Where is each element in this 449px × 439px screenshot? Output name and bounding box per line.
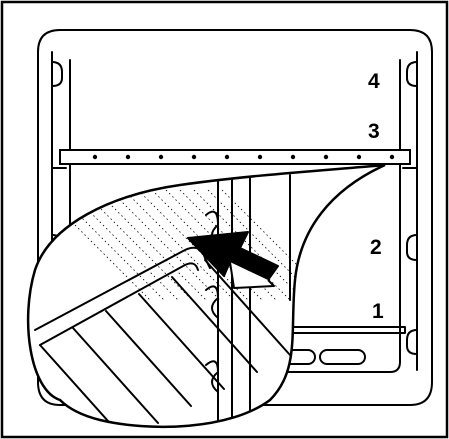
rack-wire	[72, 327, 159, 424]
rack-wire	[138, 293, 225, 390]
shelf-level-3	[59, 149, 411, 165]
hatch-line	[95, 189, 207, 301]
level-label-2: 2	[370, 236, 382, 259]
shelf-hole	[125, 154, 131, 160]
insert-direction-arrow	[187, 231, 279, 289]
shelf-hole	[356, 154, 362, 160]
hatch-line	[53, 189, 165, 301]
shelf-hole	[323, 154, 329, 160]
shelf-hole	[290, 154, 296, 160]
hatch-line	[137, 189, 249, 301]
hatch-line	[221, 189, 333, 301]
hatch-line	[39, 189, 151, 301]
level-label-1: 1	[372, 300, 384, 323]
rack-wire	[171, 276, 258, 373]
rack-wire	[204, 259, 291, 356]
shelf-hole	[92, 154, 98, 160]
level-label-3: 3	[368, 120, 380, 143]
shelf-hole	[257, 154, 263, 160]
hatch-line	[81, 189, 193, 301]
shelf-hole	[389, 154, 395, 160]
hatch-line	[67, 189, 179, 301]
hatch-line	[109, 189, 221, 301]
shelf-hole	[224, 154, 230, 160]
hatch-line	[123, 189, 235, 301]
rack-wire	[105, 310, 192, 407]
hatch-line	[207, 189, 319, 301]
shelf-hole	[158, 154, 164, 160]
level-label-4: 4	[368, 70, 380, 93]
shelf-hole	[191, 154, 197, 160]
